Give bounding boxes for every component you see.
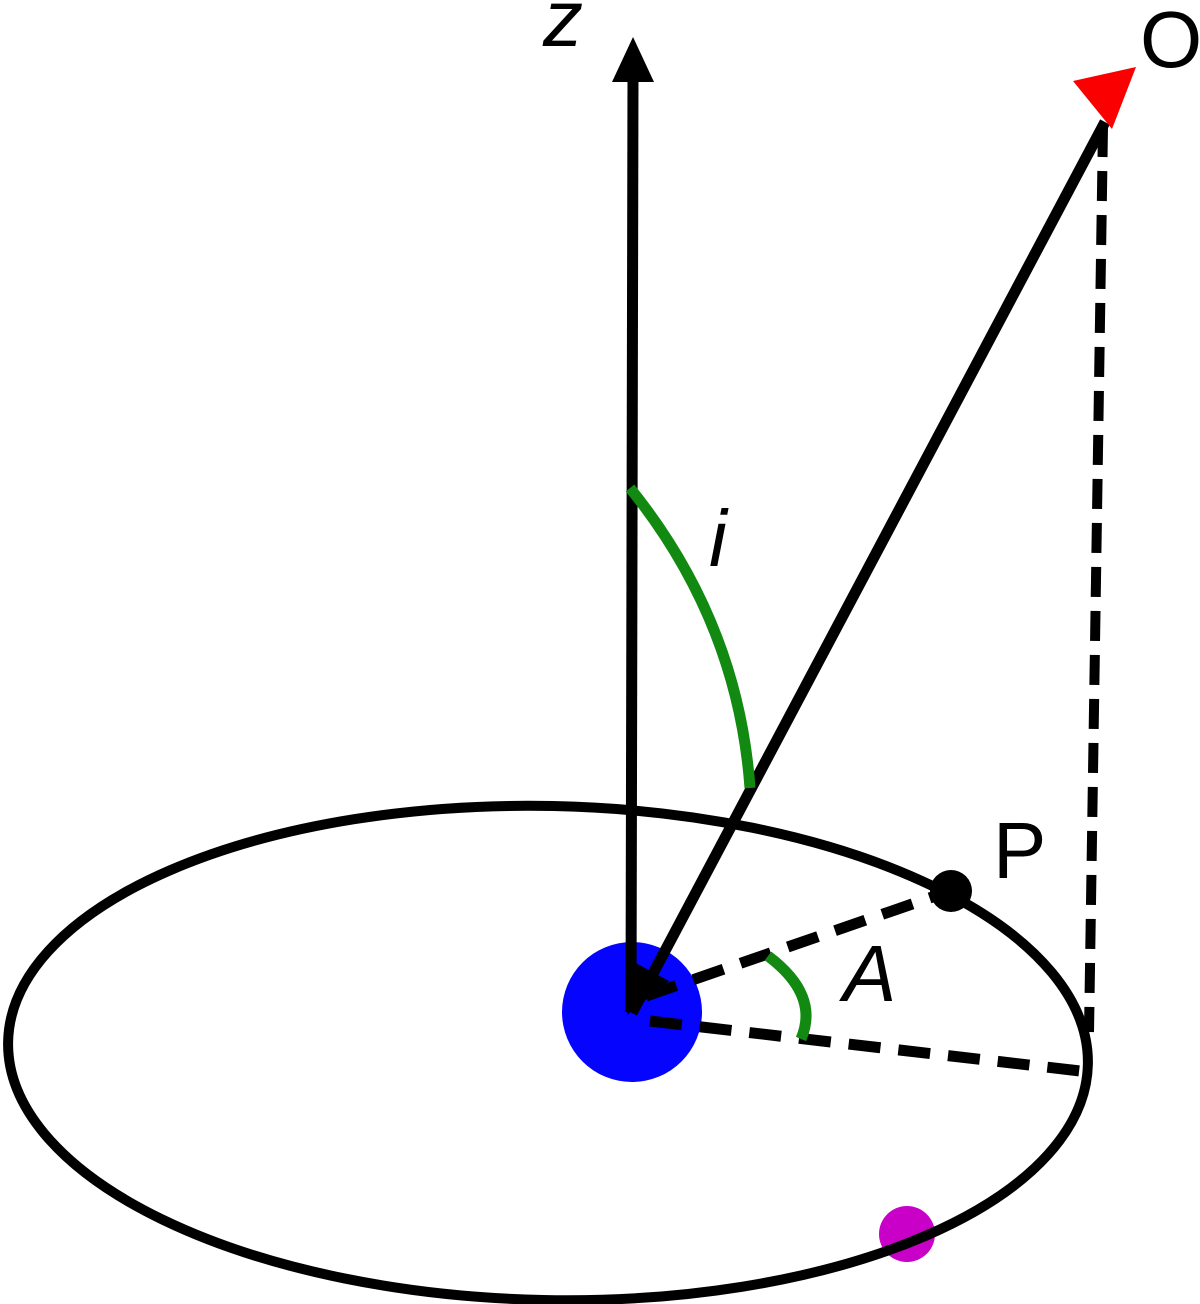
z-axis-arrowhead-icon xyxy=(612,37,654,82)
z-axis-line xyxy=(625,71,639,1013)
azimuth-baseline-dashed-line xyxy=(649,1015,1090,1078)
line-of-sight-line xyxy=(627,119,1110,1016)
radius-to-p-dashed-line xyxy=(644,887,946,1002)
inclination-angle-arc xyxy=(625,484,756,789)
point-p-label: P xyxy=(993,806,1046,895)
azimuth-angle-arc xyxy=(764,951,812,1042)
observer-arrowhead-icon xyxy=(1073,67,1136,129)
inclination-angle-label: i xyxy=(709,494,729,583)
observer-label: O xyxy=(1140,0,1200,84)
azimuth-angle-label: A xyxy=(839,929,896,1018)
point-p-dot xyxy=(930,870,972,912)
center-arrowhead-icon xyxy=(627,961,669,1015)
observer-projection-dashed-line xyxy=(1084,126,1108,1033)
orbit-ellipse xyxy=(3,800,1093,1304)
z-axis-label: z xyxy=(542,0,583,63)
